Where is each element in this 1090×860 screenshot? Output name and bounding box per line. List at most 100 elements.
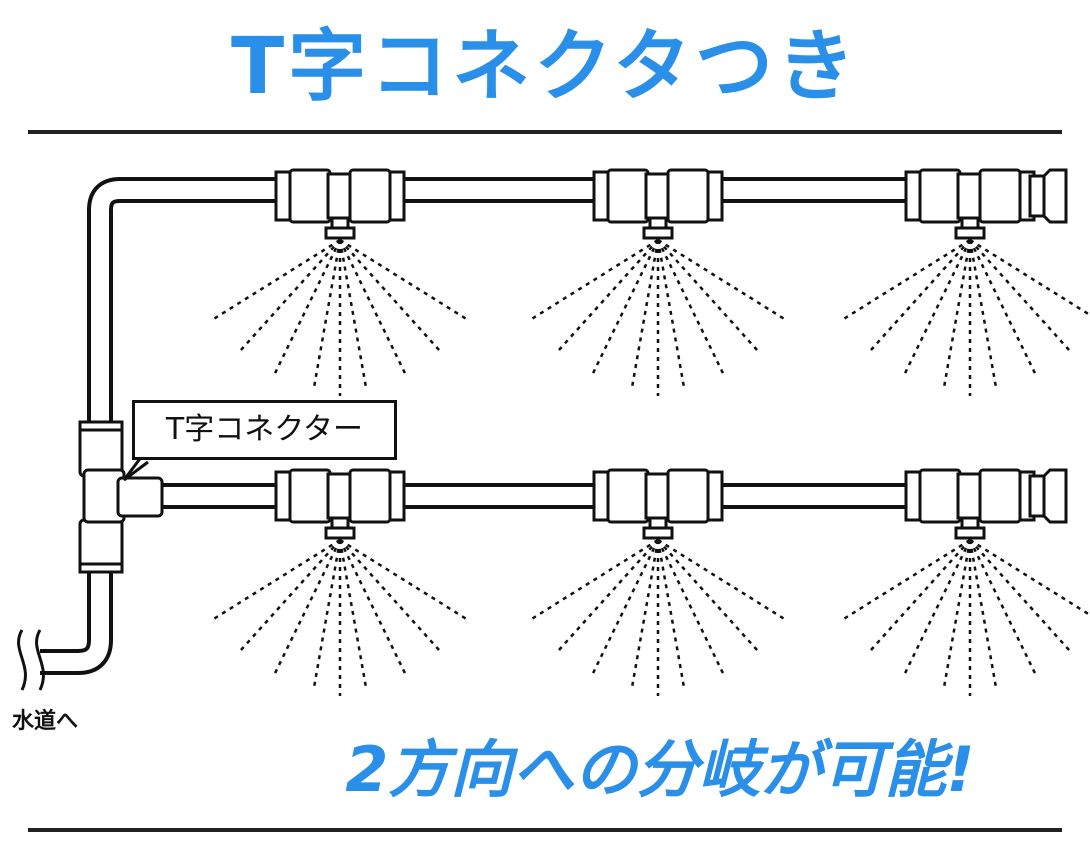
- coupler-body: [978, 168, 1022, 224]
- spray-line: [969, 238, 1090, 317]
- pipe-fill: [40, 540, 109, 671]
- coupler-ring: [78, 420, 124, 432]
- spray-line: [843, 238, 971, 320]
- coupler-ring: [388, 470, 406, 522]
- spray-line: [656, 239, 685, 386]
- spray-nozzle-icon: [324, 526, 356, 540]
- tee-connector-body: [956, 472, 984, 520]
- spray-line: [903, 539, 972, 674]
- tee-connector-body: [956, 172, 984, 220]
- coupler-ring: [78, 562, 124, 574]
- spray-line: [657, 239, 758, 351]
- coupler-body: [918, 168, 962, 224]
- tee-connector-body: [644, 472, 672, 520]
- spray-line: [843, 538, 971, 620]
- spray-pattern: [843, 538, 1090, 696]
- spray-nozzle-icon: [954, 226, 986, 240]
- nozzle-tee: [274, 468, 406, 540]
- coupler-ring: [274, 170, 292, 222]
- end-cap-ring: [1028, 174, 1046, 218]
- spray-line: [591, 239, 660, 374]
- pipe-fill: [91, 181, 1040, 440]
- spray-line: [339, 239, 440, 351]
- coupler-ring: [274, 470, 292, 522]
- spray-pattern: [213, 238, 467, 396]
- spray-line: [656, 539, 685, 686]
- spray-line: [338, 539, 367, 686]
- spray-patterns: [213, 238, 1090, 696]
- nozzle-tee: [904, 168, 1036, 240]
- end-cap-body: [1042, 168, 1068, 224]
- spray-line: [969, 538, 1090, 617]
- spray-line: [313, 539, 342, 686]
- coupler-body: [288, 468, 332, 524]
- tee-connector-body: [326, 172, 354, 220]
- water-source-label: 水道へ: [12, 709, 79, 734]
- water-wave: [17, 629, 27, 691]
- spray-nozzle-icon: [954, 526, 986, 540]
- spray-line: [657, 539, 758, 651]
- coupler-body: [666, 168, 710, 224]
- coupler-ring: [904, 170, 922, 222]
- spray-line: [969, 539, 1070, 651]
- spray-line: [968, 239, 1037, 374]
- coupler-ring: [388, 170, 406, 222]
- bottom-divider: [28, 828, 1062, 832]
- spray-line: [591, 539, 660, 674]
- coupler-ring: [904, 470, 922, 522]
- leader-line: [122, 455, 149, 482]
- pipe-network: [40, 177, 1040, 675]
- end-cap-ring: [1028, 474, 1046, 518]
- end-cap-icon: [1028, 468, 1068, 524]
- spray-line: [338, 239, 407, 374]
- spray-line: [339, 238, 467, 320]
- caption: 2方向への分岐が可能!: [345, 733, 975, 806]
- spray-line: [903, 239, 972, 374]
- spray-line: [338, 539, 407, 674]
- spray-nozzle-icon: [642, 526, 674, 540]
- coupler-body: [78, 518, 124, 570]
- coupler-ring: [706, 170, 724, 222]
- nozzle-tee: [592, 468, 724, 540]
- coupler-ring: [592, 470, 610, 522]
- spray-line: [339, 538, 467, 620]
- spray-line: [273, 239, 342, 374]
- page-title: T字コネクタつき: [230, 22, 860, 112]
- coupler-body: [606, 468, 650, 524]
- spray-line: [339, 539, 440, 651]
- spray-line: [870, 539, 971, 651]
- coupler-body: [918, 468, 962, 524]
- coupler-body: [666, 468, 710, 524]
- label-leader: [122, 455, 149, 482]
- spray-line: [213, 538, 341, 620]
- tee-connector-branch: [116, 476, 164, 518]
- spray-line: [240, 239, 341, 351]
- spray-line: [943, 239, 972, 386]
- nozzle-tee: [274, 168, 406, 240]
- spray-line: [213, 238, 341, 320]
- spray-line: [943, 539, 972, 686]
- coupler-body: [348, 168, 392, 224]
- spray-line: [968, 539, 1037, 674]
- spray-line: [240, 539, 341, 651]
- coupler-body: [288, 168, 332, 224]
- spray-line: [656, 539, 725, 674]
- spray-line: [531, 538, 659, 620]
- top-divider: [28, 130, 1062, 134]
- spray-line: [969, 239, 1070, 351]
- spray-line: [631, 239, 660, 386]
- spray-line: [338, 239, 367, 386]
- fittings-group: [78, 168, 1068, 574]
- water-source-icon: [17, 629, 45, 691]
- tee-connector-body: [644, 172, 672, 220]
- coupler-body: [606, 168, 650, 224]
- tee-connector-label: T字コネクター: [132, 400, 397, 460]
- coupler-body: [348, 468, 392, 524]
- spray-line: [313, 239, 342, 386]
- spray-line: [273, 539, 342, 674]
- coupler-body: [978, 468, 1022, 524]
- spray-line: [558, 239, 659, 351]
- spray-pattern: [531, 538, 785, 696]
- spray-line: [870, 239, 971, 351]
